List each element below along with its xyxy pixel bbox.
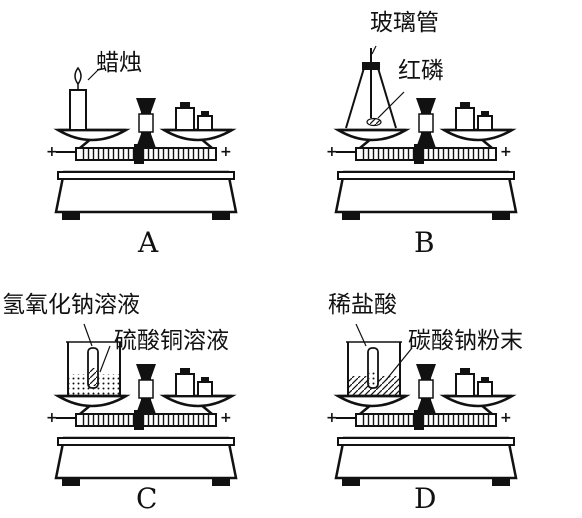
label-red-phosphorus: 红磷 <box>398 58 444 84</box>
caption-b: B <box>414 226 435 259</box>
glass-tube-apparatus-icon <box>345 48 405 129</box>
beaker-with-tube-icon <box>346 341 402 397</box>
label-hydrochloric-acid: 稀盐酸 <box>328 292 397 318</box>
panel-c: 氢氧化钠溶液 硫酸铜溶液 C <box>2 292 238 515</box>
label-copper-sulfate: 硫酸铜溶液 <box>114 328 229 354</box>
label-sodium-hydroxide: 氢氧化钠溶液 <box>2 292 140 318</box>
label-sodium-carbonate: 碳酸钠粉末 <box>408 328 523 354</box>
caption-d: D <box>414 482 436 515</box>
caption-a: A <box>137 226 159 259</box>
label-glass-tube: 玻璃管 <box>370 10 439 36</box>
panel-d: 稀盐酸 碳酸钠粉末 D <box>324 292 523 515</box>
panel-a: 蜡烛 A <box>44 50 238 259</box>
caption-c: C <box>136 482 157 515</box>
beaker-with-tube-icon <box>66 341 122 397</box>
panel-b: 玻璃管 红磷 B <box>324 10 518 259</box>
label-candle: 蜡烛 <box>96 50 142 76</box>
candle-icon <box>69 66 87 131</box>
